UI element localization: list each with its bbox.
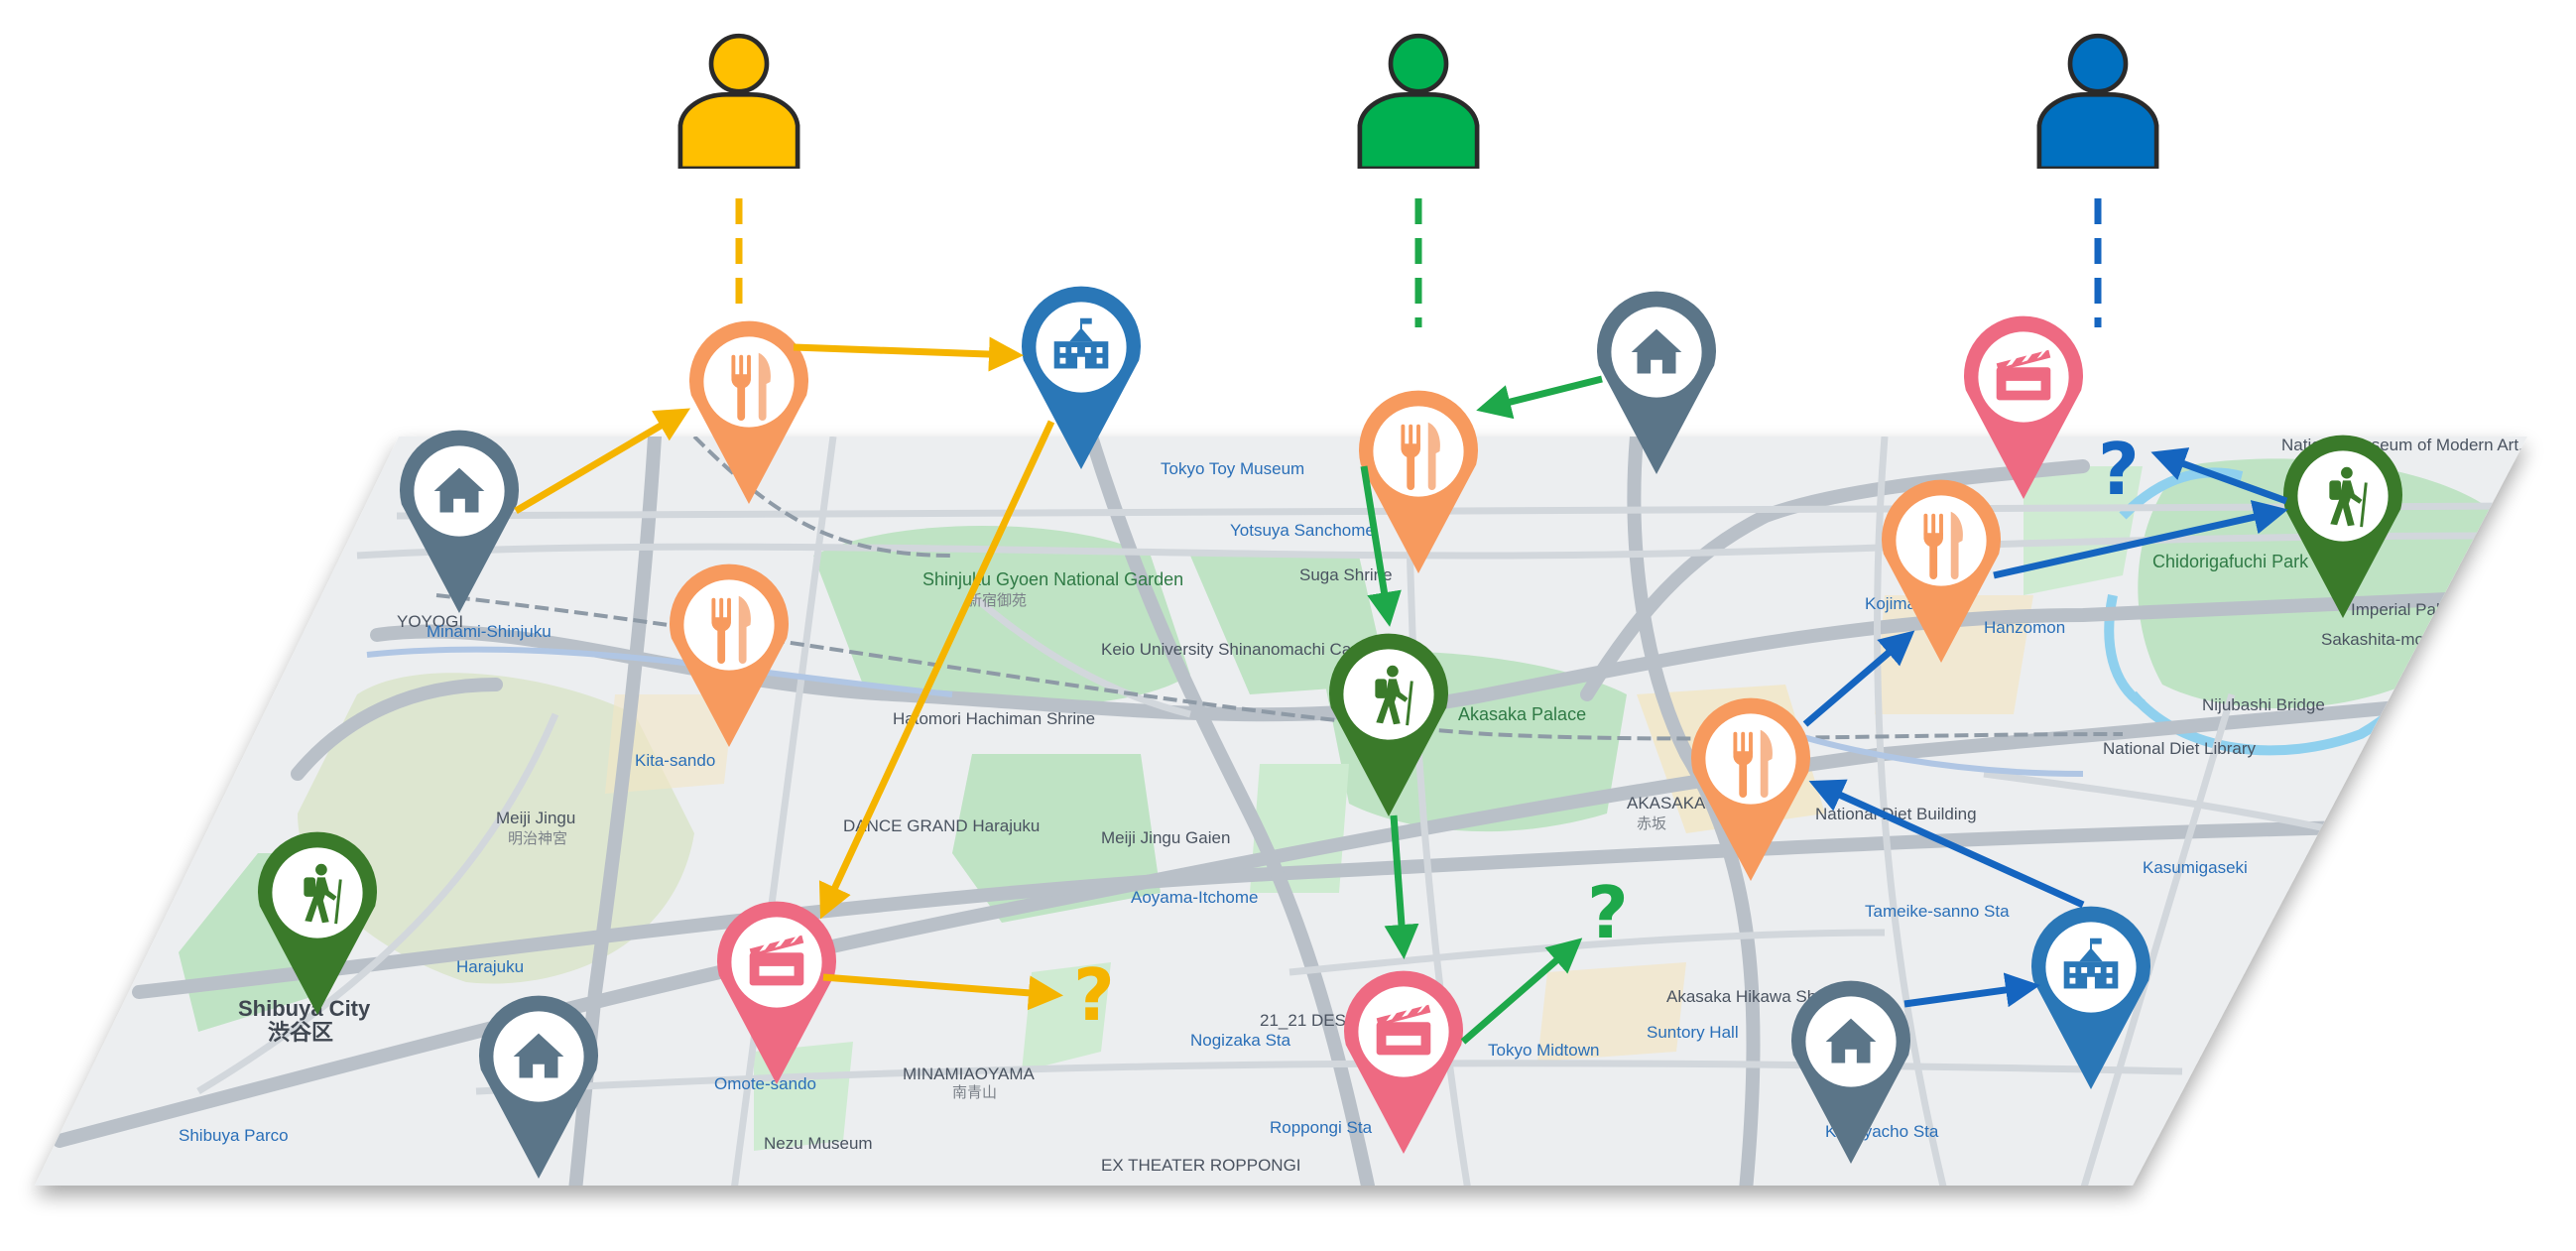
pin-cinema-yellow: [717, 901, 836, 1084]
pin-restaurant-green: [1359, 390, 1478, 573]
yellow-trajectory: [514, 336, 1063, 1011]
blue-trajectory: [1802, 447, 2288, 1008]
label-chidorigafuchi: Chidorigafuchi Park: [2152, 552, 2309, 571]
label-nijubashi: Nijubashi Bridge: [2202, 695, 2325, 714]
green-arrow-home-restaurant: [1476, 375, 1603, 420]
green-arrow-cinema-unknown: [1460, 938, 1583, 1045]
label-sakashita: Sakashita-mon: [2321, 630, 2433, 649]
user-green: [1360, 36, 1477, 169]
pin-home: [479, 995, 598, 1179]
blue-arrow-home-school: [1903, 972, 2040, 1008]
label-tameike: Tameike-sanno Sta: [1865, 902, 2010, 921]
label-akasaka: AKASAKA: [1627, 794, 1706, 813]
pin-home-green: [1597, 291, 1716, 474]
label-kasumigaseki: Kasumigaseki: [2143, 858, 2248, 877]
green-arrow-restaurant-hiking: [1360, 465, 1402, 627]
label-akasaka-hikawa: Akasaka Hikawa Shrine: [1666, 987, 1845, 1006]
label-shinjuku-gyoen: Shinjuku Gyoen National Garden: [922, 569, 1183, 589]
label-national-diet-library: National Diet Library: [2103, 739, 2257, 758]
label-imperial: Imperial Pal: [2351, 600, 2440, 619]
label-hatomori: Hatomori Hachiman Shrine: [893, 709, 1095, 728]
yellow-arrow-home-restaurant: [514, 408, 691, 515]
label-meiji-jingu-gaien: Meiji Jingu Gaien: [1101, 828, 1230, 847]
yellow-arrow-cinema-unknown: [822, 973, 1063, 1011]
label-akasaka-jp: 赤坂: [1637, 815, 1666, 832]
label-tokyo-midtown: Tokyo Midtown: [1488, 1041, 1599, 1060]
blue-arrow-restaurant-hiking: [1993, 500, 2288, 579]
label-shibuya-city: Shibuya City: [238, 996, 371, 1021]
pin-home-yellow: [400, 430, 519, 613]
pins-layer: [258, 286, 2402, 1179]
yellow-unknown-next-question-mark: ?: [1073, 953, 1115, 1037]
label-yoyogi: YOYOGI: [397, 612, 463, 631]
label-meiji-jingu: Meiji Jingu: [496, 809, 575, 827]
label-aoyama: Aoyama-Itchome: [1131, 888, 1259, 907]
label-harajuku: Harajuku: [456, 957, 524, 976]
label-suga: Suga Shrine: [1299, 565, 1393, 584]
label-hanzomon: Hanzomon: [1984, 618, 2065, 637]
pin-cinema-blue: [1964, 315, 2083, 499]
pin-school-yellow: [1022, 286, 1141, 469]
label-suntory: Suntory Hall: [1647, 1023, 1739, 1042]
label-dance-grand: DANCE GRAND Harajuku: [843, 816, 1040, 835]
label-shibuya-city-jp: 渋谷区: [268, 1020, 333, 1045]
label-meiji-jingu-jp: 明治神宮: [508, 830, 567, 847]
label-shibuya-parco: Shibuya Parco: [179, 1126, 289, 1145]
label-keio: Keio University Shinanomachi Campus: [1101, 640, 1393, 659]
label-akasaka-palace: Akasaka Palace: [1458, 704, 1586, 724]
label-minami-aoyama: MINAMIAOYAMA: [903, 1064, 1036, 1083]
label-ex-theater: EX THEATER ROPPONGI: [1101, 1156, 1301, 1175]
label-minami-shinjuku: Minami-Shinjuku: [427, 622, 552, 641]
label-yotsuya: Yotsuya Sanchome: [1230, 521, 1375, 540]
blue-arrow-school-restaurant: [1808, 779, 2085, 909]
pin-hiking-blue: [2283, 435, 2402, 618]
green-trajectory: [1360, 375, 1603, 1045]
green-unknown-next-question-mark: ?: [1587, 871, 1629, 954]
pin-home-blue: [1790, 980, 1911, 1164]
label-shinjuku-gyoen-jp: 新宿御苑: [967, 592, 1027, 609]
yellow-arrow-school-cinema: [818, 420, 1055, 920]
pin-hiking-green: [1329, 633, 1448, 816]
label-nogizaka: Nogizaka Sta: [1190, 1031, 1291, 1050]
pin-school-blue: [2031, 906, 2150, 1089]
label-kita-sando: Kita-sando: [635, 751, 715, 770]
label-omotesando: Omote-sando: [714, 1074, 816, 1093]
label-minami-aoyama-jp: 南青山: [952, 1084, 997, 1101]
yellow-arrow-restaurant-school: [793, 336, 1024, 372]
green-arrow-hiking-cinema: [1384, 814, 1419, 959]
pin-hiking: [258, 831, 378, 1015]
label-national-diet: National Diet Building: [1815, 805, 1977, 823]
label-roppongi: Roppongi Sta: [1270, 1118, 1373, 1137]
pin-restaurant-yellow: [689, 320, 808, 504]
user-yellow: [680, 36, 797, 169]
blue-arrow-hiking-unknown: [2150, 447, 2288, 505]
blue-arrow-restaurant-restaurant: [1802, 630, 1915, 727]
blue-unknown-next-question-mark: ?: [2098, 428, 2140, 511]
user-blue: [2039, 36, 2156, 169]
pin-restaurant: [670, 563, 789, 747]
pin-cinema-green: [1344, 970, 1463, 1154]
pin-restaurant-blue: [1882, 479, 2002, 663]
label-tokyo-toy: Tokyo Toy Museum: [1161, 459, 1304, 478]
pin-restaurant-blue: [1691, 697, 1810, 881]
label-nezu: Nezu Museum: [764, 1134, 873, 1153]
